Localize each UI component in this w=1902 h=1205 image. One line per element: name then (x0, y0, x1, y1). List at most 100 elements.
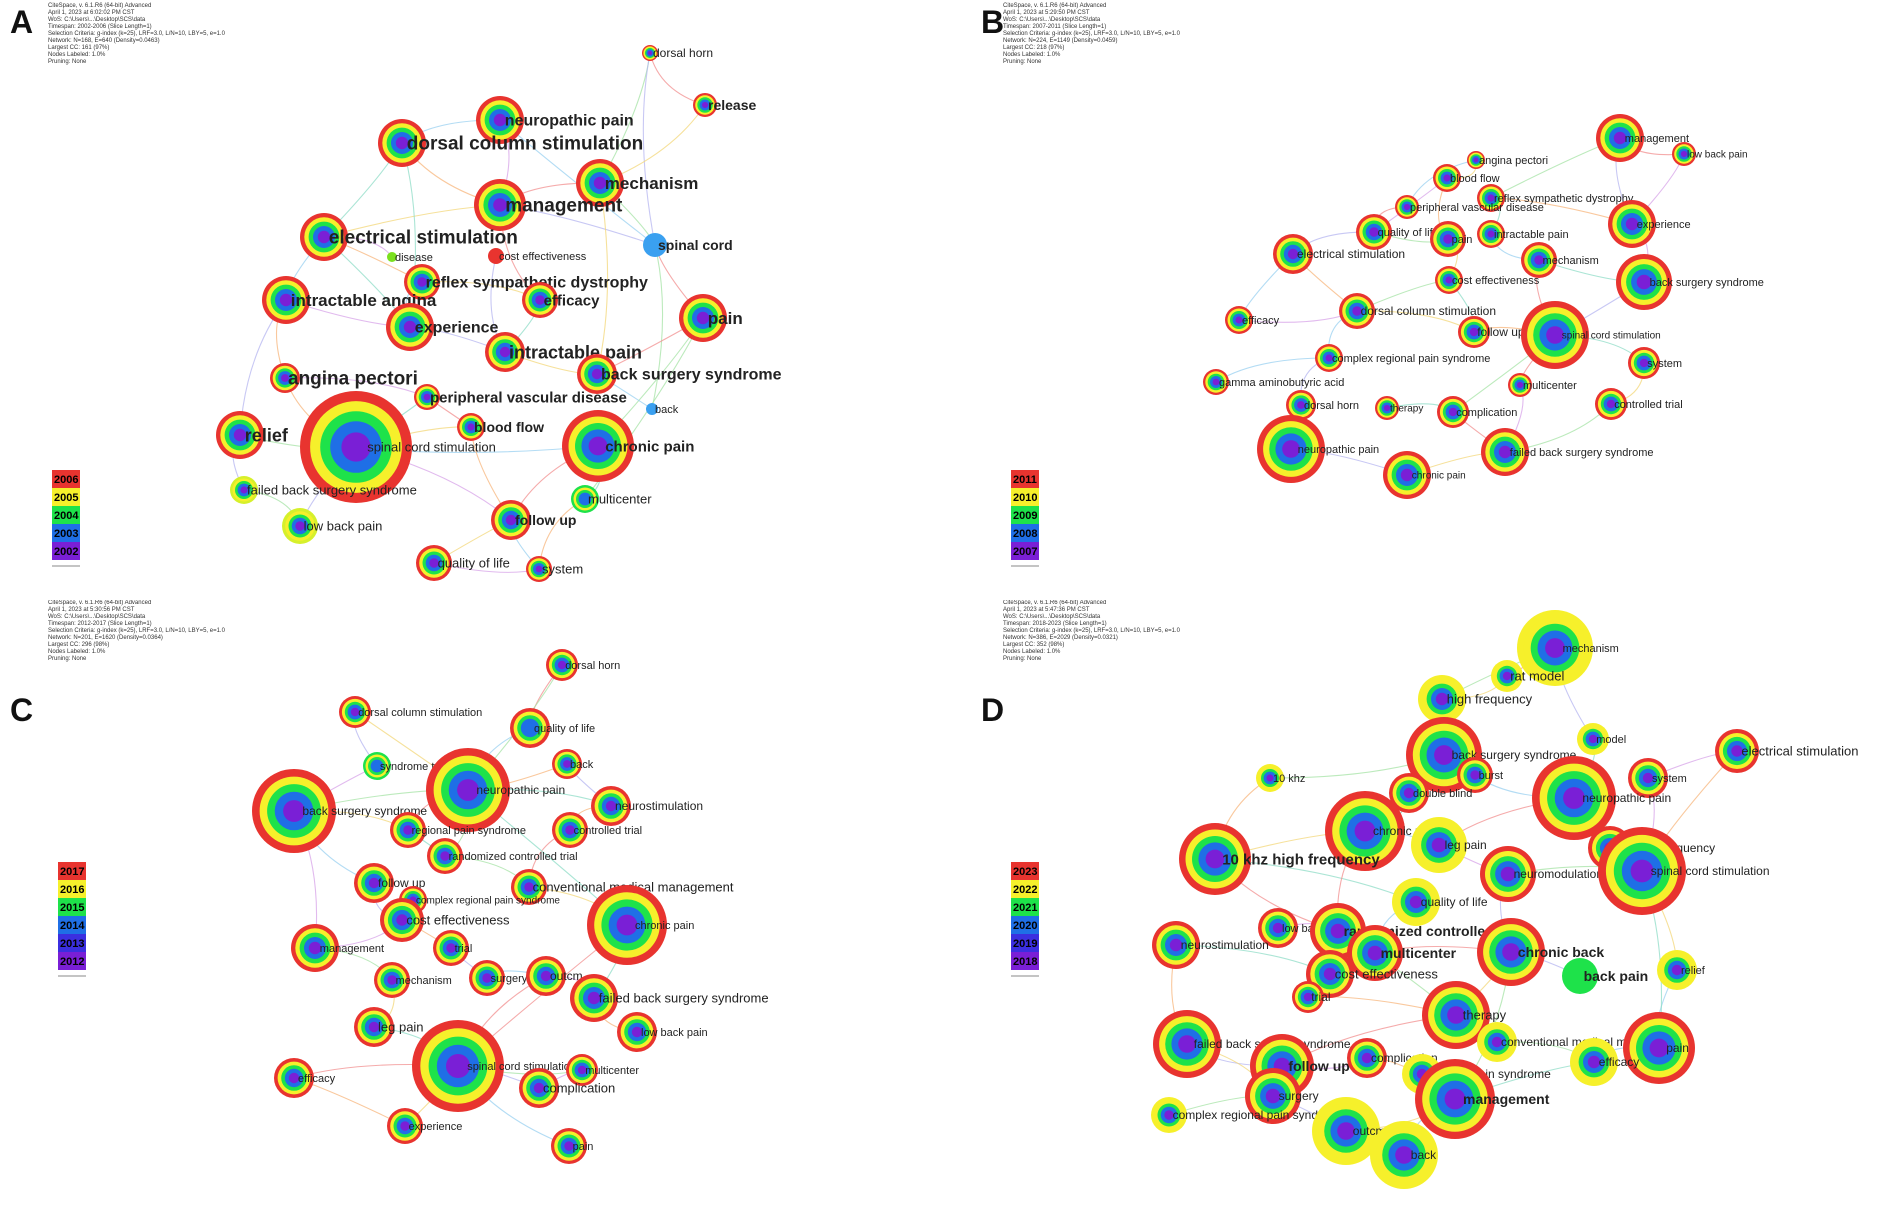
keyword-node-efficacy[interactable]: efficacy (1570, 1038, 1639, 1086)
keyword-node-back-surgery-syndrome[interactable]: back surgery syndrome (577, 354, 782, 394)
keyword-node-controlled-trial[interactable]: controlled trial (552, 812, 642, 848)
keyword-node-dorsal-horn[interactable]: dorsal horn (546, 649, 620, 681)
keyword-node-back[interactable]: back (646, 403, 679, 416)
keyword-node-multicenter[interactable]: multicenter (571, 485, 652, 513)
keyword-node-complex-regional-pain-syndrome[interactable]: complex regional pain syndrome (1151, 1097, 1346, 1133)
keyword-node-complication[interactable]: complication (1347, 1038, 1438, 1078)
keyword-node-dorsal-column-stimulation[interactable]: dorsal column stimulation (378, 119, 643, 167)
keyword-node-efficacy[interactable]: efficacy (522, 282, 600, 318)
keyword-node-pain[interactable]: pain (551, 1128, 593, 1164)
keyword-node-system[interactable]: system (1628, 758, 1687, 798)
keyword-node-intractable-pain[interactable]: intractable pain (1477, 220, 1569, 248)
keyword-node-efficacy[interactable]: efficacy (274, 1058, 336, 1098)
keyword-node-neurostimulation[interactable]: neurostimulation (591, 786, 703, 826)
keyword-node-burst[interactable]: burst (1457, 757, 1503, 793)
keyword-node-pain[interactable]: pain (1623, 1012, 1695, 1084)
keyword-node-surgery[interactable]: surgery (469, 960, 528, 996)
keyword-node-10-khz-high-frequency[interactable]: 10 khz high frequency (1179, 823, 1380, 895)
keyword-node-regional-pain-syndrome[interactable]: regional pain syndrome (390, 812, 526, 848)
keyword-node-experience[interactable]: experience (387, 1108, 462, 1144)
keyword-node-intractable-pain[interactable]: intractable pain (485, 332, 642, 372)
keyword-node-management[interactable]: management (1415, 1059, 1550, 1139)
keyword-node-quality-of-life[interactable]: quality of life (416, 545, 510, 581)
keyword-node-therapy[interactable]: therapy (1422, 981, 1507, 1049)
keyword-node-surgery[interactable]: surgery (1245, 1068, 1319, 1124)
keyword-node-chronic-pain[interactable]: chronic pain (562, 410, 694, 482)
keyword-node-trial[interactable]: trial (433, 930, 472, 966)
keyword-node-neurostimulation[interactable]: neurostimulation (1152, 921, 1269, 969)
keyword-node-relief[interactable]: relief (216, 411, 289, 459)
keyword-node-back-pain[interactable]: back pain (1562, 958, 1648, 994)
keyword-node-spinal-cord-stimulation[interactable]: spinal cord stimulation (1598, 827, 1770, 915)
keyword-node-follow-up[interactable]: follow up (354, 863, 426, 903)
keyword-node-low-back-pain[interactable]: low back pain (617, 1012, 708, 1052)
keyword-node-back[interactable]: back (552, 749, 594, 779)
keyword-node-system[interactable]: system (526, 556, 583, 582)
keyword-node-electrical-stimulation[interactable]: electrical stimulation (300, 213, 518, 261)
keyword-node-angina-pectori[interactable]: angina pectori (270, 363, 418, 393)
keyword-node-neuromodulation[interactable]: neuromodulation (1480, 846, 1603, 902)
keyword-node-pain[interactable]: pain (679, 294, 743, 342)
keyword-node-dorsal-column-stimulation[interactable]: dorsal column stimulation (1339, 293, 1496, 329)
keyword-node-mechanism[interactable]: mechanism (1521, 242, 1599, 278)
keyword-node-cost-effectiveness[interactable]: cost effectiveness (1435, 266, 1540, 294)
keyword-node-neuropathic-pain[interactable]: neuropathic pain (476, 96, 634, 144)
keyword-node-therapy[interactable]: therapy (1375, 396, 1423, 420)
keyword-node-neuropathic-pain[interactable]: neuropathic pain (1257, 415, 1379, 483)
keyword-node-chronic-pain[interactable]: chronic pain (1383, 451, 1466, 499)
keyword-node-mechanism[interactable]: mechanism (576, 159, 698, 207)
keyword-node-experience[interactable]: experience (386, 303, 499, 351)
keyword-node-spinal-cord-stimulation[interactable]: spinal cord stimulation (412, 1020, 576, 1112)
keyword-node-10-khz[interactable]: 10 khz (1256, 764, 1305, 792)
keyword-node-leg-pain[interactable]: leg pain (1411, 817, 1487, 873)
keyword-node-low-back-pain[interactable]: low back pain (1672, 142, 1748, 166)
keyword-node-efficacy[interactable]: efficacy (1225, 306, 1280, 334)
keyword-node-management[interactable]: management (474, 179, 623, 231)
keyword-node-mechanism[interactable]: mechanism (374, 962, 452, 998)
keyword-node-chronic-pain[interactable]: chronic pain (587, 885, 694, 965)
keyword-node-complication[interactable]: complication (519, 1068, 615, 1108)
keyword-node-multicenter[interactable]: multicenter (1347, 925, 1457, 981)
keyword-node-cost-effectiveness[interactable]: cost effectiveness (380, 898, 510, 942)
keyword-node-complication[interactable]: complication (1437, 396, 1517, 428)
keyword-node-neuropathic-pain[interactable]: neuropathic pain (426, 748, 565, 832)
keyword-node-mechanism[interactable]: mechanism (1517, 610, 1619, 686)
keyword-node-gamma-aminobutyric-acid[interactable]: gamma aminobutyric acid (1203, 369, 1344, 395)
keyword-node-angina-pectori[interactable]: angina pectori (1467, 151, 1548, 169)
keyword-node-blood-flow[interactable]: blood flow (457, 413, 544, 441)
keyword-node-quality-of-life[interactable]: quality of life (510, 708, 595, 748)
keyword-node-model[interactable]: model (1577, 723, 1626, 755)
keyword-node-electrical-stimulation[interactable]: electrical stimulation (1715, 729, 1858, 773)
keyword-node-back[interactable]: back (1370, 1121, 1438, 1189)
keyword-node-failed-back-surgery-syndrome[interactable]: failed back surgery syndrome (230, 476, 417, 504)
keyword-node-spinal-cord-stimulation[interactable]: spinal cord stimulation (300, 391, 496, 503)
keyword-node-failed-back-surgery-syndrome[interactable]: failed back surgery syndrome (570, 974, 769, 1022)
keyword-node-cost-effectiveness[interactable]: cost effectiveness (488, 248, 587, 264)
keyword-node-dorsal-horn[interactable]: dorsal horn (1286, 390, 1359, 420)
keyword-node-release[interactable]: release (693, 93, 756, 117)
keyword-node-system[interactable]: system (1628, 347, 1682, 379)
keyword-node-electrical-stimulation[interactable]: electrical stimulation (1273, 234, 1405, 274)
keyword-node-back-surgery-syndrome[interactable]: back surgery syndrome (1616, 254, 1764, 310)
keyword-node-double-blind[interactable]: double blind (1389, 773, 1472, 813)
keyword-node-experience[interactable]: experience (1608, 200, 1691, 248)
keyword-node-spinal-cord[interactable]: spinal cord (643, 233, 733, 257)
keyword-node-high-frequency[interactable]: high frequency (1418, 675, 1533, 723)
keyword-node-quality-of-life[interactable]: quality of life (1392, 878, 1488, 926)
keyword-node-controlled-trial[interactable]: controlled trial (1595, 388, 1683, 420)
keyword-node-multicenter[interactable]: multicenter (566, 1054, 639, 1086)
keyword-node-chronic-pain[interactable]: chronic pain (1325, 791, 1438, 871)
keyword-node-failed-back-surgery-syndrome[interactable]: failed back surgery syndrome (1481, 428, 1653, 476)
keyword-node-dorsal-horn[interactable]: dorsal horn (642, 45, 713, 61)
keyword-node-blood-flow[interactable]: blood flow (1433, 164, 1500, 192)
keyword-node-back-surgery-syndrome[interactable]: back surgery syndrome (252, 769, 427, 853)
keyword-node-randomized-controlled-trial[interactable]: randomized controlled trial (427, 838, 578, 874)
keyword-node-outcm[interactable]: outcm (526, 956, 583, 996)
keyword-node-reflex-sympathetic-dystrophy[interactable]: reflex sympathetic dystrophy (1477, 184, 1634, 212)
keyword-node-management[interactable]: management (291, 924, 384, 972)
keyword-node-rat-model[interactable]: rat model (1491, 660, 1565, 692)
keyword-node-peripheral-vascular-disease[interactable]: peripheral vascular disease (414, 384, 627, 410)
keyword-node-trial[interactable]: trial (1292, 981, 1331, 1013)
keyword-node-spinal-cord-stimulation[interactable]: spinal cord stimulation (1521, 301, 1661, 369)
keyword-node-multicenter[interactable]: multicenter (1508, 373, 1577, 397)
